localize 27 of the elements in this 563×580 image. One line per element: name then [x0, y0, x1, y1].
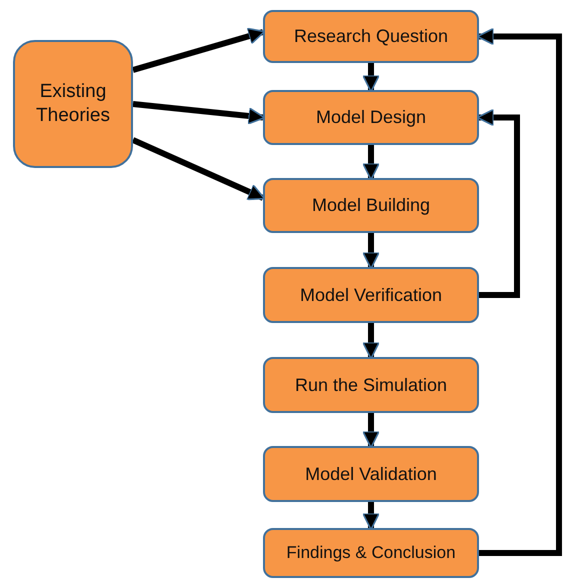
box-label: Findings & Conclusion	[286, 542, 456, 564]
box-label: Run the Simulation	[294, 374, 448, 396]
arrow	[132, 28, 266, 73]
arrow	[362, 63, 380, 92]
arrow	[132, 137, 266, 201]
process-box	[263, 528, 479, 578]
arrow	[476, 108, 520, 298]
arrow	[362, 413, 380, 448]
arrow	[362, 323, 380, 360]
arrow	[362, 233, 380, 270]
process-box	[263, 90, 479, 145]
arrow	[362, 145, 380, 180]
box-label: Model Building	[312, 194, 430, 217]
process-box	[263, 10, 479, 63]
process-box	[13, 40, 133, 168]
arrow	[132, 101, 266, 125]
process-box	[263, 267, 479, 323]
process-box	[263, 357, 479, 413]
arrow	[476, 28, 562, 556]
box-label: Model Verification	[300, 284, 442, 306]
arrow	[362, 502, 380, 530]
box-label: Existing Theories	[35, 80, 111, 128]
box-label: Model Design	[316, 106, 426, 129]
box-label: Research Question	[294, 25, 448, 48]
process-box	[263, 446, 479, 502]
box-label: Model Validation	[305, 462, 437, 486]
process-box	[263, 178, 479, 233]
